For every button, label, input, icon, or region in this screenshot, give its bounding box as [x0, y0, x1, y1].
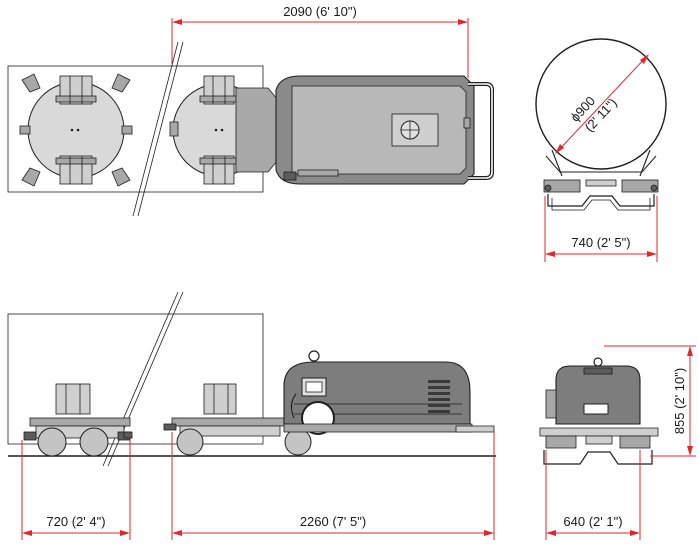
front-carriage-top — [19, 73, 133, 187]
dimension-main-length: 2260 (7' 5") — [171, 432, 495, 540]
top-plan-view: 2090 (6' 10") — [7, 4, 494, 217]
dimension-end-height-label: 855 (2' 10") — [672, 368, 687, 434]
dimension-left-length-label: 720 (2' 4") — [46, 514, 105, 529]
crawler-side — [123, 350, 495, 456]
dimension-top-length-label: 2090 (6' 10") — [283, 4, 357, 19]
break-line — [132, 41, 179, 217]
dimension-end-height: 855 (2' 10") — [604, 345, 696, 457]
dimension-left-length: 720 (2' 4") — [21, 440, 131, 540]
top-end-view: ϕ900 (2' 11") 740 (2' 5") — [535, 38, 667, 262]
dimension-end-width-top-label: 740 (2' 5") — [571, 235, 630, 250]
crawler-top — [169, 75, 494, 185]
dimension-top-length: 2090 (6' 10") — [171, 4, 469, 78]
bottom-end-view: 640 (2' 1") 855 (2' 10") — [539, 345, 696, 540]
vent-slots — [428, 380, 450, 413]
break-line — [102, 291, 179, 467]
break-line — [137, 41, 184, 217]
pipe-section-box — [7, 313, 264, 445]
dimension-main-length-label: 2260 (7' 5") — [300, 514, 366, 529]
dimension-end-width-bottom: 640 (2' 1") — [545, 450, 641, 540]
dimension-end-width-bottom-label: 640 (2' 1") — [563, 514, 622, 529]
front-carriage-side — [23, 383, 131, 457]
pipe-circle — [535, 38, 667, 170]
bottom-side-view: 720 (2' 4") 2260 (7' 5") — [7, 291, 496, 540]
dimension-end-width-top: 740 (2' 5") — [544, 196, 658, 262]
